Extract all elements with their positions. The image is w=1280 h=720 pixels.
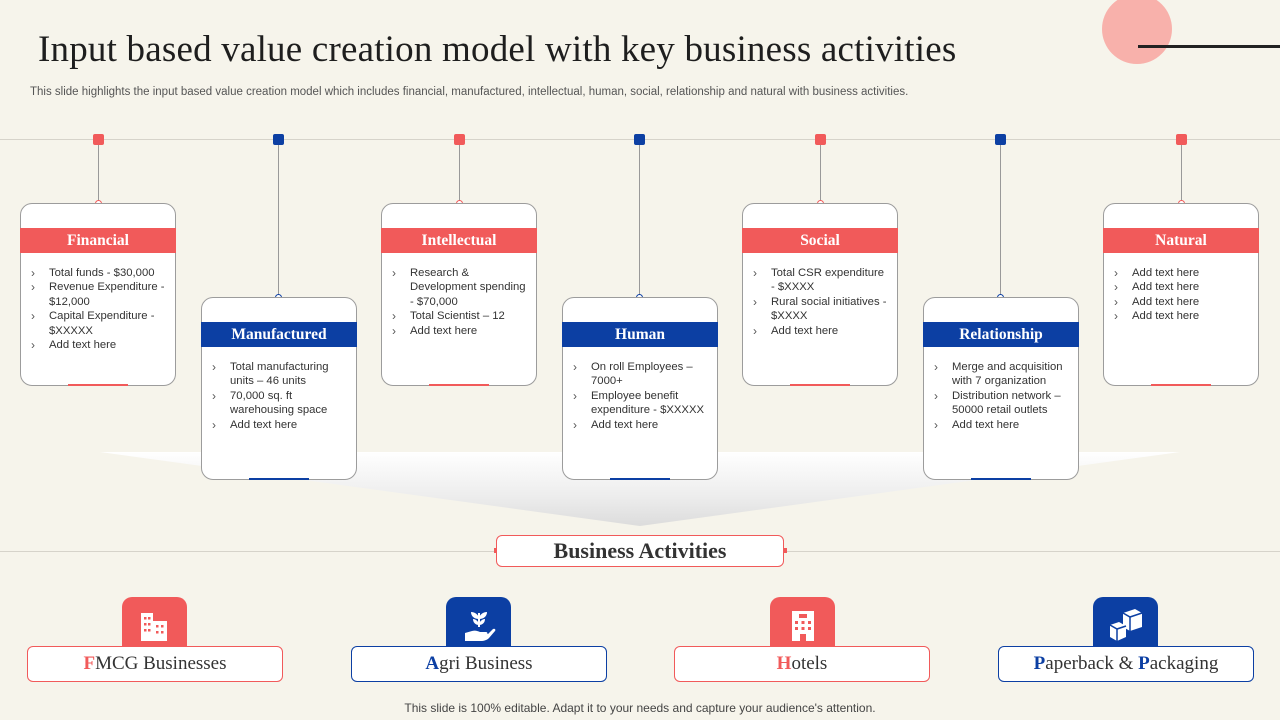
card-title: Manufactured [201,322,357,347]
list-item: Total funds - $30,000 [31,266,167,281]
card-title: Natural [1103,228,1259,253]
card-manufactured: Manufactured Total manufacturing units –… [201,297,357,480]
connector-square [815,134,826,145]
business-activities-title: Business Activities [496,535,784,567]
activity-hotels: Hotels [674,646,930,682]
list-item: Revenue Expenditure - $12,000 [31,280,167,309]
card-title: Human [562,322,718,347]
connector-line [1000,145,1001,297]
connector-line [98,145,99,203]
card-title: Financial [20,228,176,253]
card-human: Human On roll Employees – 7000+ Employee… [562,297,718,480]
decorative-line [1138,45,1280,48]
card-list: Merge and acquisition with 7 organizatio… [934,360,1070,432]
card-title: Relationship [923,322,1079,347]
activity-agri: Agri Business [351,646,607,682]
card-bottom-bar [971,478,1031,480]
activity-initial: A [425,653,440,674]
activity-label: aperback & [1045,653,1139,674]
connector-line [1181,145,1182,203]
card-natural: Natural Add text here Add text here Add … [1103,203,1259,386]
list-item: Add text here [392,324,528,339]
activity-initial: H [776,653,792,674]
activity-label: otels [791,653,828,674]
list-item: Rural social initiatives - $XXXX [753,295,889,324]
list-item: Distribution network – 50000 retail outl… [934,389,1070,418]
card-list: Total manufacturing units – 46 units 70,… [212,360,348,432]
activity-label-2: ackaging [1149,653,1219,674]
list-item: Research & Development spending - $70,00… [392,266,528,309]
activity-label: gri Business [439,653,533,674]
connector-square [1176,134,1187,145]
card-list: Total funds - $30,000 Revenue Expenditur… [31,266,167,353]
list-item: 70,000 sq. ft warehousing space [212,389,348,418]
card-bottom-bar [1151,384,1211,386]
list-item: Add text here [31,338,167,353]
list-item: Employee benefit expenditure - $XXXXX [573,389,709,418]
list-item: Capital Expenditure - $XXXXX [31,309,167,338]
activity-initial: F [83,653,96,674]
list-item: Add text here [1114,295,1250,310]
list-item: Add text here [212,418,348,433]
list-item: Merge and acquisition with 7 organizatio… [934,360,1070,389]
list-item: Total Scientist – 12 [392,309,528,324]
list-item: Add text here [1114,266,1250,281]
list-item: Add text here [573,418,709,433]
page-subtitle: This slide highlights the input based va… [30,86,909,98]
activity-paperback-packaging: Paperback & Packaging [998,646,1254,682]
card-list: Total CSR expenditure - $XXXX Rural soci… [753,266,889,338]
card-bottom-bar [610,478,670,480]
page-title: Input based value creation model with ke… [38,29,957,70]
card-bottom-bar [249,478,309,480]
connector-line [820,145,821,203]
decorative-circle [1102,0,1172,64]
card-list: On roll Employees – 7000+ Employee benef… [573,360,709,432]
footer-note: This slide is 100% editable. Adapt it to… [404,701,876,715]
card-social: Social Total CSR expenditure - $XXXX Rur… [742,203,898,386]
card-bottom-bar [790,384,850,386]
list-item: On roll Employees – 7000+ [573,360,709,389]
card-financial: Financial Total funds - $30,000 Revenue … [20,203,176,386]
connector-line [639,145,640,297]
list-item: Total CSR expenditure - $XXXX [753,266,889,295]
list-item: Add text here [934,418,1070,433]
activity-label: MCG Businesses [95,653,227,674]
connector-line [278,145,279,297]
activity-initial-2: P [1138,653,1150,674]
connector-square [93,134,104,145]
card-list: Add text here Add text here Add text her… [1114,266,1250,324]
card-bottom-bar [68,384,128,386]
activities-label-nub [782,548,787,553]
connector-square [454,134,465,145]
card-relationship: Relationship Merge and acquisition with … [923,297,1079,480]
card-title: Intellectual [381,228,537,253]
activity-fmcg: FMCG Businesses [27,646,283,682]
list-item: Add text here [753,324,889,339]
connector-line [459,145,460,203]
list-item: Add text here [1114,309,1250,324]
list-item: Total manufacturing units – 46 units [212,360,348,389]
list-item: Add text here [1114,280,1250,295]
connector-square [995,134,1006,145]
card-intellectual: Intellectual Research & Development spen… [381,203,537,386]
card-title: Social [742,228,898,253]
card-list: Research & Development spending - $70,00… [392,266,528,338]
activity-initial: P [1033,653,1046,674]
connector-square [634,134,645,145]
connector-square [273,134,284,145]
card-bottom-bar [429,384,489,386]
